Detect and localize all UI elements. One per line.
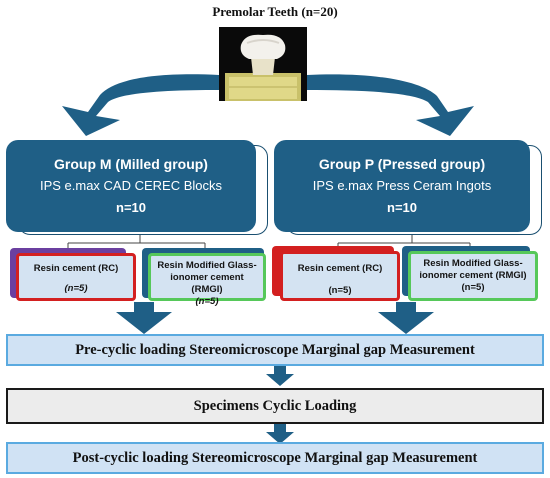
group-p-title: Group P (Pressed group) <box>318 156 486 172</box>
group-p-box: Group P (Pressed group) IPS e.max Press … <box>274 140 530 232</box>
down-arrow-right <box>378 302 434 334</box>
cement-p-rmgi-n: (n=5) <box>461 282 485 293</box>
cement-m-rmgi-n: (n=5) <box>195 296 219 307</box>
cement-m-rc-label: Resin cement (RC) <box>33 263 119 274</box>
stage-pre-cyclic: Pre-cyclic loading Stereomicroscope Marg… <box>6 334 544 366</box>
down-arrow-stage-1 <box>266 364 294 386</box>
cement-m-rmgi-box: Resin Modified Glass-ionomer cement (RMG… <box>148 253 266 307</box>
group-m-box: Group M (Milled group) IPS e.max CAD CER… <box>6 140 256 232</box>
group-m-material: IPS e.max CAD CEREC Blocks <box>39 178 223 193</box>
down-arrow-left <box>116 302 172 334</box>
curved-arrow-right <box>307 74 474 136</box>
cement-p-rmgi-box: Resin Modified Glass-ionomer cement (RMG… <box>408 251 538 301</box>
group-m-title: Group M (Milled group) <box>54 156 208 172</box>
cement-m-rc-n: (n=5) <box>64 283 88 294</box>
cement-m-rmgi-label: Resin Modified Glass-ionomer cement (RMG… <box>157 260 257 295</box>
group-m-count: n=10 <box>116 200 146 215</box>
down-arrow-stage-2 <box>266 422 294 444</box>
stage-post-cyclic: Post-cyclic loading Stereomicroscope Mar… <box>6 442 544 474</box>
cement-p-rc-n: (n=5) <box>328 285 352 296</box>
cement-m-rc-box: Resin cement (RC) (n=5) <box>16 253 136 301</box>
tooth-photo <box>219 27 307 101</box>
cement-p-rc-label: Resin cement (RC) <box>297 263 383 274</box>
diagram-title: Premolar Teeth (n=20) <box>212 4 338 19</box>
curved-arrow-left <box>62 74 219 136</box>
cement-p-rmgi-label: Resin Modified Glass-ionomer cement (RMG… <box>419 258 527 281</box>
group-p-count: n=10 <box>387 200 417 215</box>
cement-p-rc-box: Resin cement (RC) (n=5) <box>280 251 400 301</box>
group-p-material: IPS e.max Press Ceram Ingots <box>312 178 492 193</box>
stage-cyclic-loading: Specimens Cyclic Loading <box>6 388 544 424</box>
